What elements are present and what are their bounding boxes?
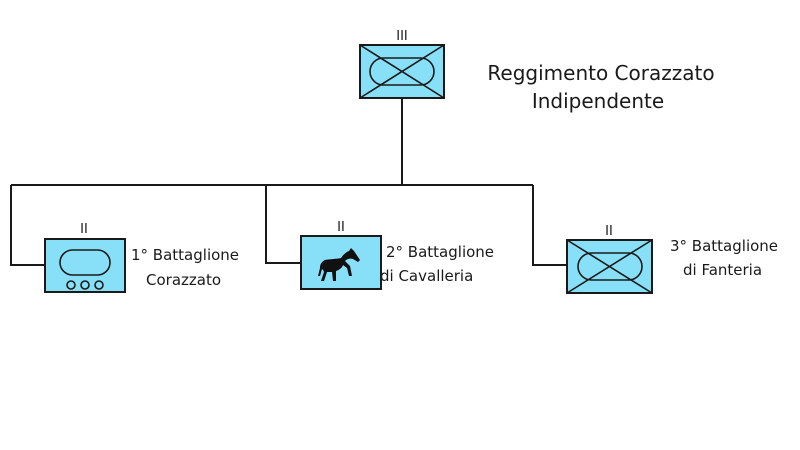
infantry-armour-icon [359,44,445,99]
infantry-armour-icon [566,239,653,294]
unit-3-echelon-label: II [605,224,613,239]
armour-icon [59,249,111,290]
unit-1-echelon-label: II [80,222,88,237]
title-line-2: Indipendente [532,89,664,113]
unit-1-label-line-2: Corazzato [146,271,221,289]
unit-1-label-line-1: 1° Battaglione [131,246,239,264]
unit-2-label-line-1: 2° Battaglione [386,243,494,261]
unit-3-label-line-2: di Fanteria [683,261,762,279]
unit-2-echelon-label: II [337,220,345,235]
unit-1: II 1° Battaglione Corazzato [44,222,239,293]
connector-unit-3 [532,185,567,266]
horse-icon [318,248,360,281]
unit-3-label-line-1: 3° Battaglione [670,237,778,255]
connector-unit-2 [265,185,301,264]
unit-2-label-line-2: di Cavalleria [380,267,473,285]
connector-lines [10,98,567,266]
unit-2: II 2° Battaglione di Cavalleria [300,220,494,290]
unit-1-box [44,238,126,293]
hq-echelon-label: III [396,29,408,44]
unit-3: II 3° Battaglione di Fanteria [566,224,778,294]
diagram-title: Reggimento Corazzato Indipendente [487,61,714,113]
hq-unit: III [359,29,445,99]
title-line-1: Reggimento Corazzato [487,61,714,85]
connector-unit-1 [10,185,45,266]
